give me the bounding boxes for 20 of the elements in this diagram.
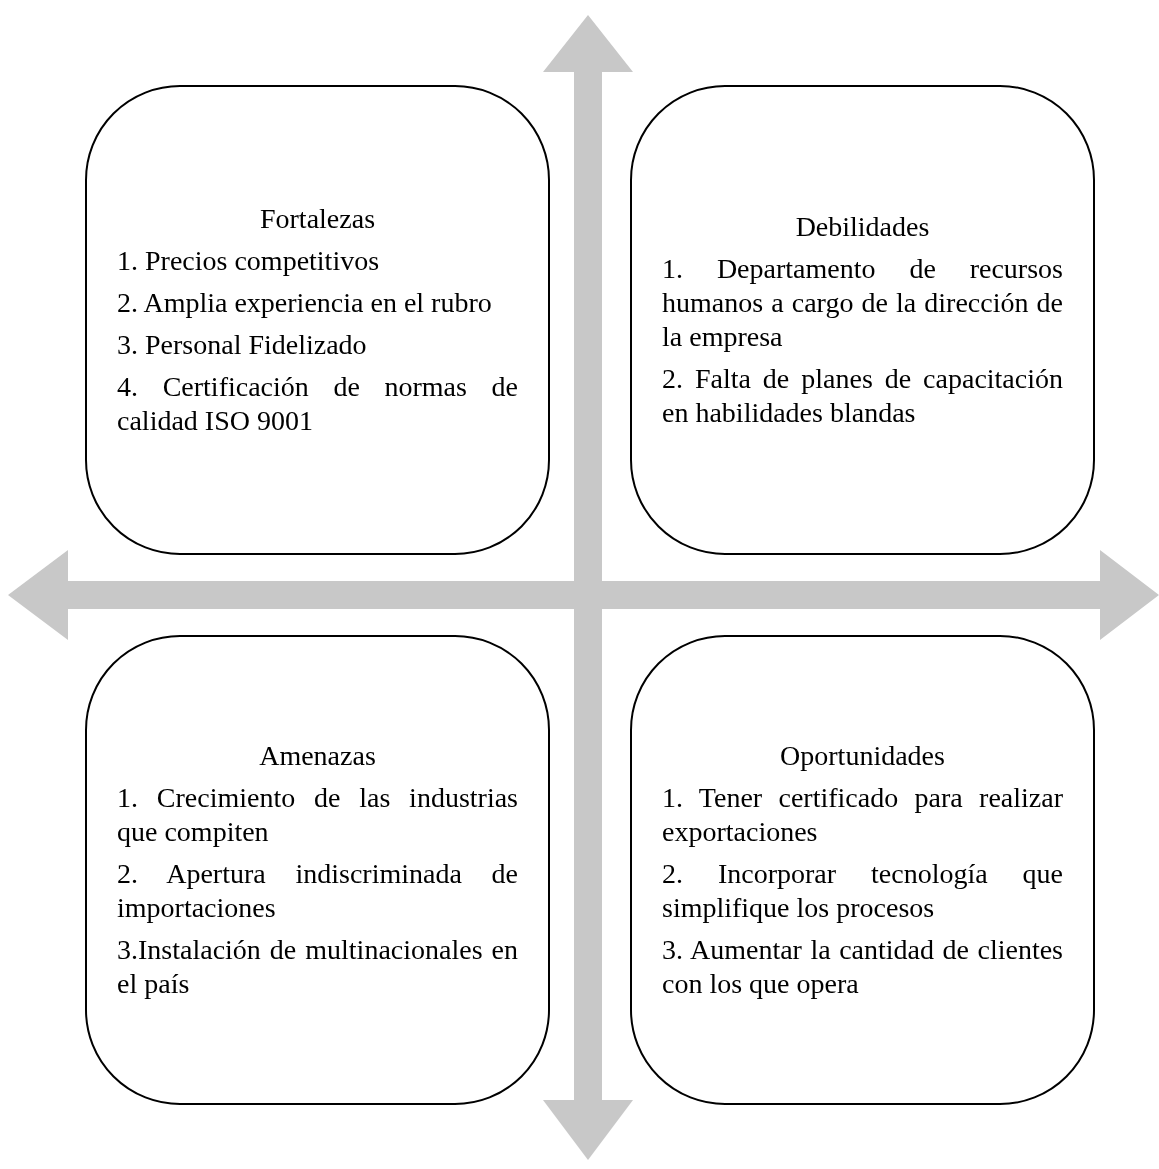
quadrant-heading: Amenazas [258, 739, 377, 773]
quadrant-box [630, 635, 1095, 1105]
list-item: 1. Precios competitivos [117, 244, 381, 278]
list-item: 2. Falta de planes de capacitación en habilidades blandas [662, 362, 1063, 430]
quadrant-box [630, 85, 1095, 555]
list-item: 3. Aumentar la cantidad de clientes con los que opera [662, 933, 1063, 1001]
list-item: 1. Crecimiento de las industrias que compiten [117, 781, 518, 849]
quadrant-box [85, 85, 550, 555]
quadrant-heading: Debilidades [794, 210, 931, 244]
list-item: 3. Personal Fidelizado [117, 328, 368, 362]
list-item: 1. Departamento de recursos humanos a cargo de la dirección de la empresa [662, 252, 1063, 354]
quadrant-box [85, 635, 550, 1105]
quadrant-heading: Fortalezas [258, 202, 377, 236]
list-item: 4. Certificación de normas de calidad ISO 9001 [117, 370, 518, 438]
list-item: 2. Apertura indiscriminada de importaciones [117, 857, 518, 925]
list-item: 2. Amplia experiencia en el rubro [117, 286, 493, 320]
list-item: 3.Instalación de multinacionales en el país [117, 933, 518, 1001]
list-item: 2. Incorporar tecnología que simplifique los procesos [662, 857, 1063, 925]
quadrant-heading: Oportunidades [779, 739, 946, 773]
list-item: 1. Tener certificado para realizar exportaciones [662, 781, 1063, 849]
